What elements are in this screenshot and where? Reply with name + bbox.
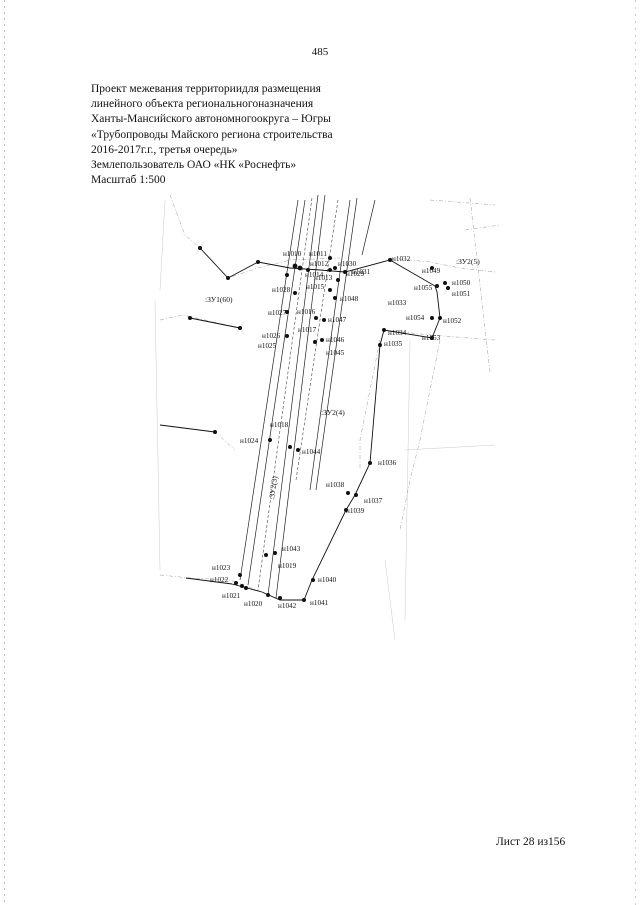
point-label: н1035 <box>384 340 403 348</box>
header-line: линейного объекта региональногоназначени… <box>91 98 314 111</box>
point-label: н1032 <box>392 255 411 263</box>
point-label: н1029 <box>346 270 365 278</box>
zone-label: :ЗУ1(60) <box>205 295 233 304</box>
page-number: 485 <box>311 46 329 58</box>
sheet-number: Лист 28 из156 <box>496 836 566 848</box>
point-label: н1034 <box>388 329 407 337</box>
point-label: н1048 <box>340 295 359 303</box>
point-label: н1051 <box>452 290 471 298</box>
point-label: н1041 <box>310 599 329 607</box>
point-label: н1012 <box>310 260 329 268</box>
point-label: н1047 <box>328 316 347 324</box>
document-header: Проект межевания территориидля размещени… <box>91 82 391 188</box>
point-label: н1016 <box>297 308 316 316</box>
scale-line: Масштаб 1:500 <box>91 174 166 187</box>
point-label: н1042 <box>278 602 297 610</box>
point-label: н1039 <box>346 507 365 515</box>
point-label: н1017 <box>298 326 317 334</box>
point-label: н1036 <box>378 459 397 467</box>
point-label: н1014 <box>305 271 324 279</box>
point-label: н1044 <box>302 448 321 456</box>
point-label: н1043 <box>282 545 301 553</box>
point-label: н1033 <box>388 299 407 307</box>
point-label: н1026 <box>262 332 281 340</box>
point-label: н1054 <box>406 314 425 322</box>
point-label: н1025 <box>258 342 277 350</box>
header-line: 2016-2017г.г., третья очередь» <box>91 143 238 156</box>
point-label: н1027 <box>268 309 287 317</box>
header-line: Ханты-Мансийского автономногоокруга – Юг… <box>91 113 331 126</box>
point-label: н1013 <box>314 274 333 282</box>
point-label: н1050 <box>452 279 471 287</box>
point-label: н1023 <box>212 564 231 572</box>
point-label: н1015 <box>306 283 325 291</box>
point-label: н1037 <box>364 497 383 505</box>
scan-edge-right <box>635 0 636 905</box>
point-label: н1028 <box>272 286 291 294</box>
point-label: н1018 <box>270 421 289 429</box>
point-label: н1022 <box>210 576 229 584</box>
point-label: н1052 <box>443 317 462 325</box>
point-label: н1019 <box>278 562 297 570</box>
point-label: н1021 <box>222 592 241 600</box>
point-label: н1031 <box>352 268 371 276</box>
point-label: н1010 <box>283 250 302 258</box>
point-label: н1030 <box>338 260 357 268</box>
point-label: н1045 <box>326 349 345 357</box>
header-line: Землепользователь ОАО «НК «Роснефть» <box>91 159 297 172</box>
scan-edge-left <box>4 0 5 905</box>
point-label: н1011 <box>309 250 327 258</box>
point-label: н1053 <box>422 334 441 342</box>
point-label: н1046 <box>326 336 345 344</box>
point-label: н1055 <box>414 284 433 292</box>
header-line: Проект межевания территориидля размещени… <box>91 83 321 95</box>
point-label: н1049 <box>422 267 441 275</box>
point-label: н1020 <box>244 600 263 608</box>
zone-label: :ЗУ2(4) <box>321 408 345 417</box>
point-label: н1024 <box>240 437 259 445</box>
point-label: н1040 <box>318 576 337 584</box>
zone-label: :ЗУ2(5) <box>456 257 480 266</box>
zone-label: :ЗУ2(3) <box>267 475 279 500</box>
header-line: «Трубопроводы Майского региона строитель… <box>91 128 333 141</box>
point-label: н1038 <box>326 481 345 489</box>
cadastral-plan: :ЗУ1(60) :ЗУ2(4) :ЗУ2(3) :ЗУ2(5) н1010 н… <box>154 194 501 640</box>
